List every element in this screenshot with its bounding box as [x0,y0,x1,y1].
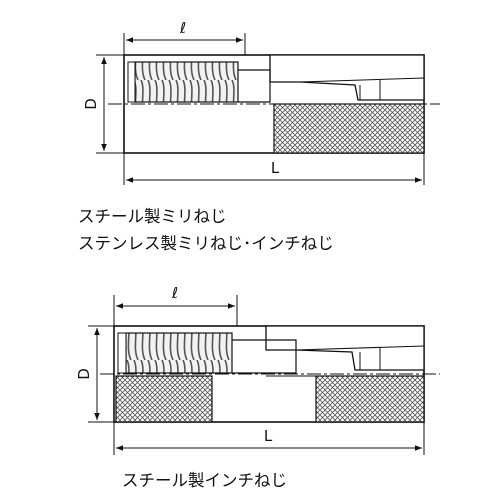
diameter-label: D [82,98,100,110]
knurled-section-right [315,375,425,423]
caption-steel-metric: スチール製ミリねじ [78,207,227,226]
caption-stainless-metric-inch: ステンレス製ミリねじ･インチねじ [78,234,334,253]
thread-length-label: ℓ [179,19,186,37]
knurled-section [273,103,425,154]
thread-length-label: ℓ [171,284,178,302]
anchor-figure-2: ℓ D L スチール製インチねじ [75,284,440,490]
internal-thread [134,61,239,103]
diameter-label: D [75,368,93,380]
total-length-label: L [264,427,273,445]
knurled-section-left [115,375,213,423]
caption-steel-inch: スチール製インチねじ [122,471,287,490]
anchor-figure-1: ℓ D L スチール製ミリねじ ステンレス製ミリねじ [78,19,440,253]
total-length-label: L [271,159,280,177]
internal-thread [125,332,233,374]
